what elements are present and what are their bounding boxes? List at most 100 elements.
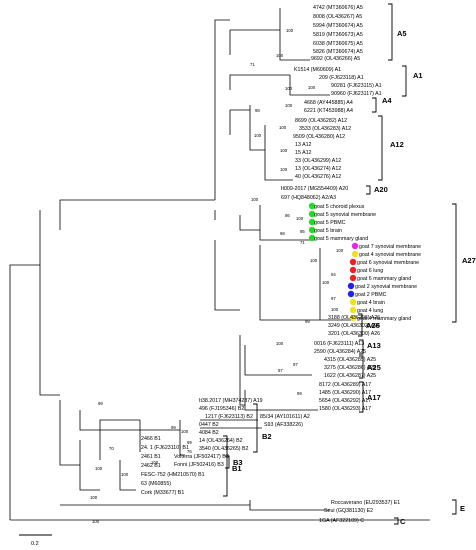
sample-marker [308, 202, 316, 210]
leaf-label: goat 5 PBMC [314, 220, 346, 226]
clade-label: A5 [397, 29, 407, 38]
tree-branch [60, 500, 330, 511]
sample-marker [349, 314, 357, 322]
bracket-a1 [402, 65, 407, 97]
tree-branch [229, 109, 250, 135]
leaf-label: 0447 B2 [199, 422, 219, 428]
bootstrap-value: 100 [279, 125, 287, 130]
clade-label: A17 [367, 393, 381, 402]
leaf-label: 2590 (OL436284) A25 [314, 349, 366, 355]
bracket-a26 [358, 313, 363, 337]
bracket-a12 [378, 115, 383, 181]
bootstrap-value: 99 [171, 425, 176, 430]
bootstrap-value: 99 [305, 319, 310, 324]
clade-labels: A5 A1 A4 A12 A20 A27 A26 A13 A25 A17 B1 … [232, 29, 476, 526]
leaf-label: 8699 (OL436282) A12 [295, 118, 347, 124]
sample-marker [349, 266, 357, 274]
leaf-label: goat 2 PBMC [355, 292, 387, 298]
leaf-label: 63 (M60855) [141, 481, 171, 487]
leaf-label: 3249 (OL436302) A26 [328, 323, 380, 329]
tree-branches [9, 8, 430, 521]
tree-branch [9, 264, 40, 520]
leaf-label: 209 (FJ623118) A1 [319, 75, 364, 81]
clade-label: A27 [462, 256, 476, 265]
bootstrap-value: 98 [280, 231, 285, 236]
leaf-label: goat 7 synovial membrane [359, 244, 421, 250]
leaf-label: 8008 (OL436267) A5 [313, 14, 362, 20]
bootstrap-value: 100 [95, 466, 103, 471]
leaf-label: K1514 (M60609) A1 [294, 67, 341, 73]
leaf-label: 90281 (FJ623115) A1 [331, 83, 382, 89]
bootstrap-value: 86 [285, 213, 290, 218]
bracket-b2 [253, 403, 258, 453]
bracket-a13 [359, 339, 364, 355]
tree-branch [119, 460, 136, 491]
bootstrap-value: 100 [286, 28, 294, 33]
leaf-label: goat 4 lung [357, 308, 383, 314]
sample-marker [308, 226, 316, 234]
tree-branch [214, 240, 240, 311]
bootstrap-value: 100 [121, 472, 129, 477]
leaf-label: 2461 B1 [141, 454, 161, 460]
bootstrap-value: 70 [109, 446, 114, 451]
bootstrap-value: 100 [285, 103, 293, 108]
bootstrap-value: 94 [331, 272, 336, 277]
bootstrap-value: 99 [98, 401, 103, 406]
tree-branch [264, 125, 293, 181]
leaf-label: 90960 (FJ623117) A1 [331, 91, 382, 97]
leaf-label: goat 5 synovial membrane [314, 212, 376, 218]
leaf-label: 3275 (OL436286) A25 [324, 365, 376, 371]
tree-branch [244, 390, 318, 411]
bracket-a17 [359, 381, 364, 413]
tree-branch [179, 420, 185, 456]
leaf-label: S93 (AF338226) [264, 422, 303, 428]
bootstrap-value: 100 [276, 341, 284, 346]
bootstrap-value: 97 [278, 368, 283, 373]
leaf-label: 8172 (OL436289) A17 [319, 382, 371, 388]
leaf-label: goat 6 synovial membrane [357, 260, 419, 266]
leaf-label: FESC-752 (HM210570) B1 [141, 472, 205, 478]
leaf-label: 2462 B1 [141, 463, 161, 469]
leaf-label: 24. 1 (FJ623110) B1 [141, 445, 189, 451]
bracket-a20 [366, 185, 371, 195]
tree-branch [39, 210, 60, 396]
leaf-label: 5654 (OL436292) A17 [319, 398, 371, 404]
leaf-label: 1GA (AF322109) C [319, 518, 364, 524]
clade-label: C [400, 517, 406, 526]
bootstrap-value: 97 [331, 296, 336, 301]
leaf-label: 9509 (OL436280) A12 [293, 134, 345, 140]
bootstrap-value: 71 [250, 62, 255, 67]
leaf-label: It38.2017 (MH374287) A19 [199, 398, 263, 404]
bootstrap-value: 71 [300, 240, 305, 245]
leaf-label: goat 4 mammary gland [357, 316, 411, 322]
leaf-label: goat 5 brain [314, 228, 342, 234]
leaf-label: 5826 (MT360674) A5 [313, 49, 363, 55]
tree-branch [79, 410, 180, 431]
leaf-label: 33 (OL436299) A12 [295, 158, 341, 164]
leaf-label: 5819 (MT360673) A5 [313, 32, 363, 38]
leaf-label: Seui (GQ381130) E2 [324, 508, 373, 514]
tree-branch [289, 75, 330, 96]
bootstrap-value: 76 [187, 449, 192, 454]
leaf-label: 1622 (OL436287) A25 [324, 373, 376, 379]
tree-branch [214, 19, 230, 200]
leaf-label: Cork (M33677) B1 [141, 490, 184, 496]
bootstrap-value: 97 [293, 362, 298, 367]
leaf-label: 0016 (FJ623111) A13 [314, 341, 364, 347]
leaf-label: 85/34 (AY101611) A2 [260, 414, 310, 420]
leaf-label: 3533 (OL436283) A12 [299, 126, 351, 132]
bootstrap-value: 100 [280, 167, 288, 172]
clade-label: A4 [382, 96, 392, 105]
leaf-label: 3188 (OL436296) A26 [328, 315, 380, 321]
tree-branch [99, 419, 140, 460]
bootstrap-value: 100 [331, 307, 339, 312]
sample-marker [308, 218, 316, 226]
leaf-labels: 4742 (MT360676) A5 8008 (OL436267) A5 59… [141, 5, 421, 524]
leaf-label: 496 (FJ195346) B2 [199, 406, 244, 412]
tree-branch [239, 215, 260, 231]
clade-label: A26 [366, 321, 380, 330]
sample-marker [349, 306, 357, 314]
leaf-label: goat 6 mammary gland [357, 276, 411, 282]
bracket-a5 [388, 3, 393, 61]
